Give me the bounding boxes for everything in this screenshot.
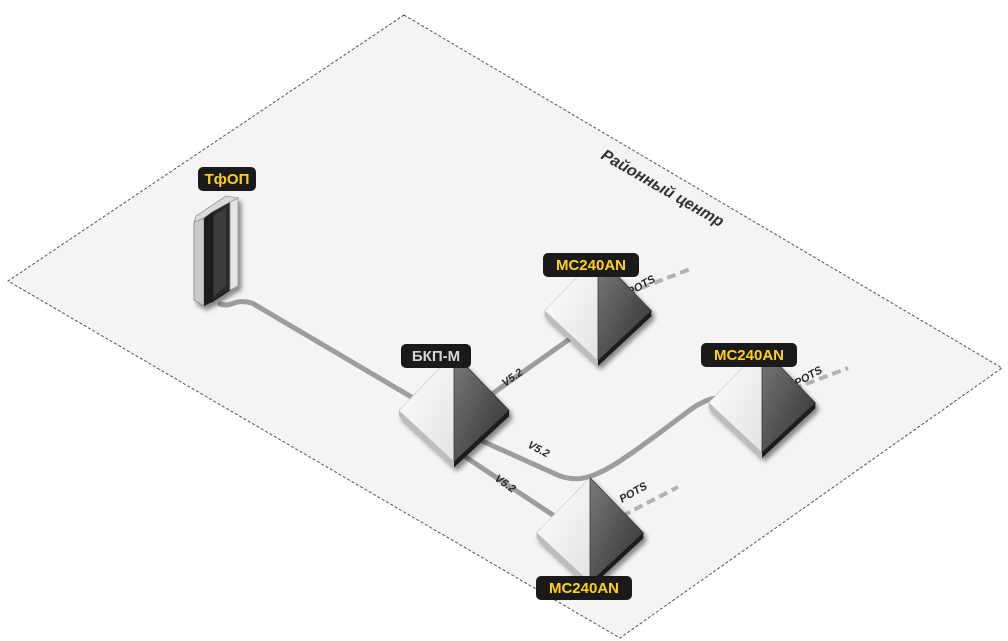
pstn-label: ТфОП [198,167,256,191]
svg-text:MC240AN: MC240AN [556,257,626,274]
pots-line-bottom [621,485,679,518]
pots-line-top [627,266,694,295]
node-right-label: MC240AN [701,343,797,367]
node-bottom-label: MC240AN [536,576,632,600]
node-top-label: MC240AN [543,253,639,277]
svg-text:MC240AN: MC240AN [714,347,784,364]
pots-line-right [792,366,849,391]
link-pstn-hub [217,299,428,408]
svg-text:MC240AN: MC240AN [549,580,619,597]
region-plane [7,14,1003,639]
hub-label: БКП-М [401,344,471,368]
svg-text:БКП-М: БКП-М [412,348,460,365]
pstn-switch-icon [193,195,239,307]
svg-text:ТфОП: ТфОП [205,171,250,188]
